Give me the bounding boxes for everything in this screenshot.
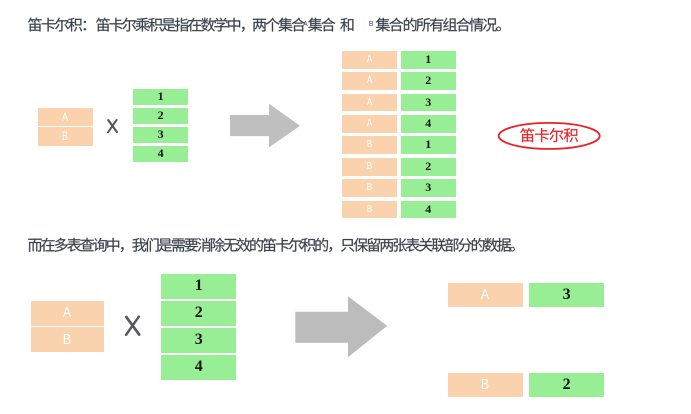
svg-text:A: A <box>303 19 308 28</box>
svg-text:B: B <box>369 19 374 28</box>
